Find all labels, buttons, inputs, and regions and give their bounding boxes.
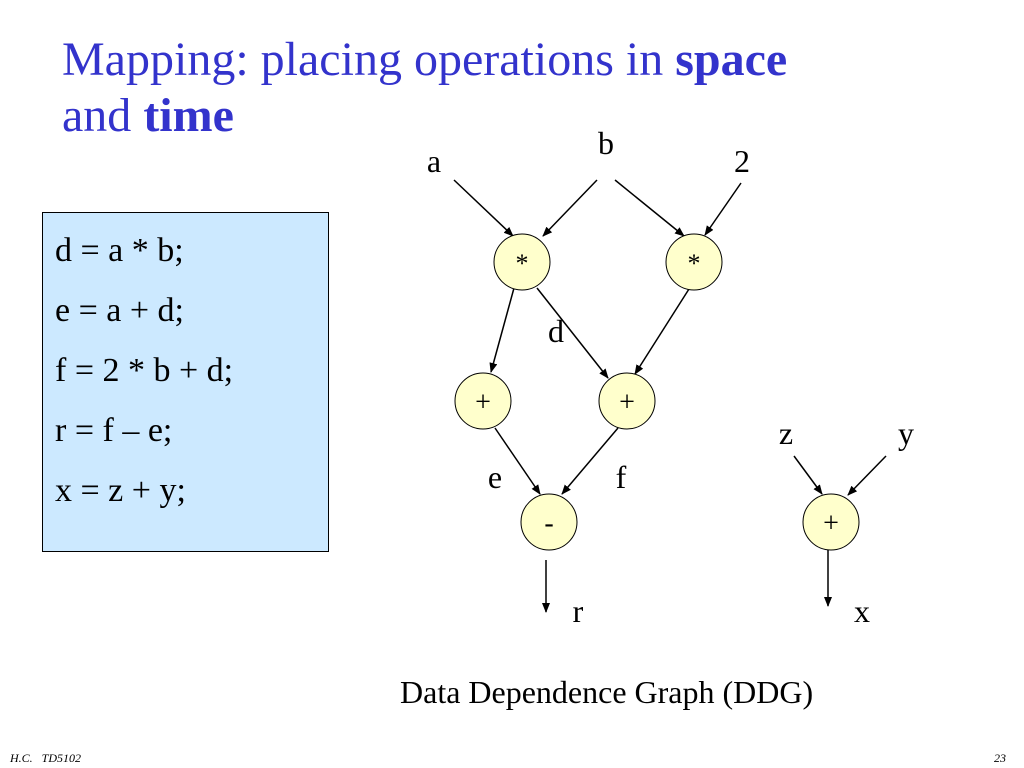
- node-mul1: *: [493, 233, 551, 291]
- input-label-2: 2: [734, 143, 750, 179]
- edge-add2-to-sub: [561, 427, 619, 495]
- edge-label-d: d: [548, 313, 564, 349]
- node-add1: +: [454, 372, 512, 430]
- code-line-x: x = z + y;: [55, 472, 186, 509]
- node-add1-label: +: [475, 387, 491, 418]
- edge-label-e: e: [488, 459, 502, 495]
- footer-course: TD5102: [41, 751, 82, 765]
- edge-z-to-add3: [793, 455, 823, 495]
- page-number: 23: [994, 751, 1006, 765]
- input-label-y: y: [898, 415, 914, 451]
- code-line-r: r = f – e;: [55, 412, 173, 449]
- node-mul1-label: *: [516, 249, 529, 278]
- edge-2-to-mul2: [704, 182, 742, 236]
- footer-left: H.C. TD5102: [10, 751, 81, 766]
- node-add3: +: [802, 493, 860, 551]
- graph-caption: Data Dependence Graph (DDG): [400, 674, 814, 710]
- code-line-e: e = a + d;: [55, 292, 184, 329]
- node-sub: -: [520, 493, 578, 551]
- node-add3-label: +: [823, 508, 839, 539]
- node-mul2-label: *: [688, 249, 701, 278]
- edge-b-to-mul1: [542, 179, 598, 237]
- edge-mul1-to-add1: [489, 287, 515, 373]
- node-sub-label: -: [544, 508, 553, 539]
- code-box: d = a * b; e = a + d; f = 2 * b + d; r =…: [42, 212, 329, 552]
- edge-label-f: f: [616, 459, 627, 495]
- output-label-r: r: [573, 593, 584, 629]
- title-part-2: and: [62, 89, 144, 142]
- input-label-b: b: [598, 125, 614, 161]
- code-line-f: f = 2 * b + d;: [55, 352, 234, 389]
- title-part-1: Mapping: placing operations in: [62, 33, 676, 86]
- node-mul2: *: [665, 233, 723, 291]
- input-label-a: a: [427, 143, 441, 179]
- title-space: space: [675, 33, 788, 86]
- output-label-x: x: [854, 593, 870, 629]
- input-label-z: z: [779, 415, 793, 451]
- title-time: time: [143, 89, 234, 142]
- node-add2-label: +: [619, 387, 635, 418]
- node-add2: +: [598, 372, 656, 430]
- edge-mul2-to-add2: [634, 288, 690, 375]
- footer-author: H.C.: [10, 751, 33, 765]
- edge-y-to-add3: [847, 455, 887, 496]
- edge-add1-to-sub: [494, 427, 541, 495]
- edge-a-to-mul1: [453, 179, 514, 237]
- edge-b-to-mul2: [614, 179, 685, 237]
- edge-mul1-to-add2: [536, 287, 609, 379]
- code-line-d: d = a * b;: [55, 232, 184, 269]
